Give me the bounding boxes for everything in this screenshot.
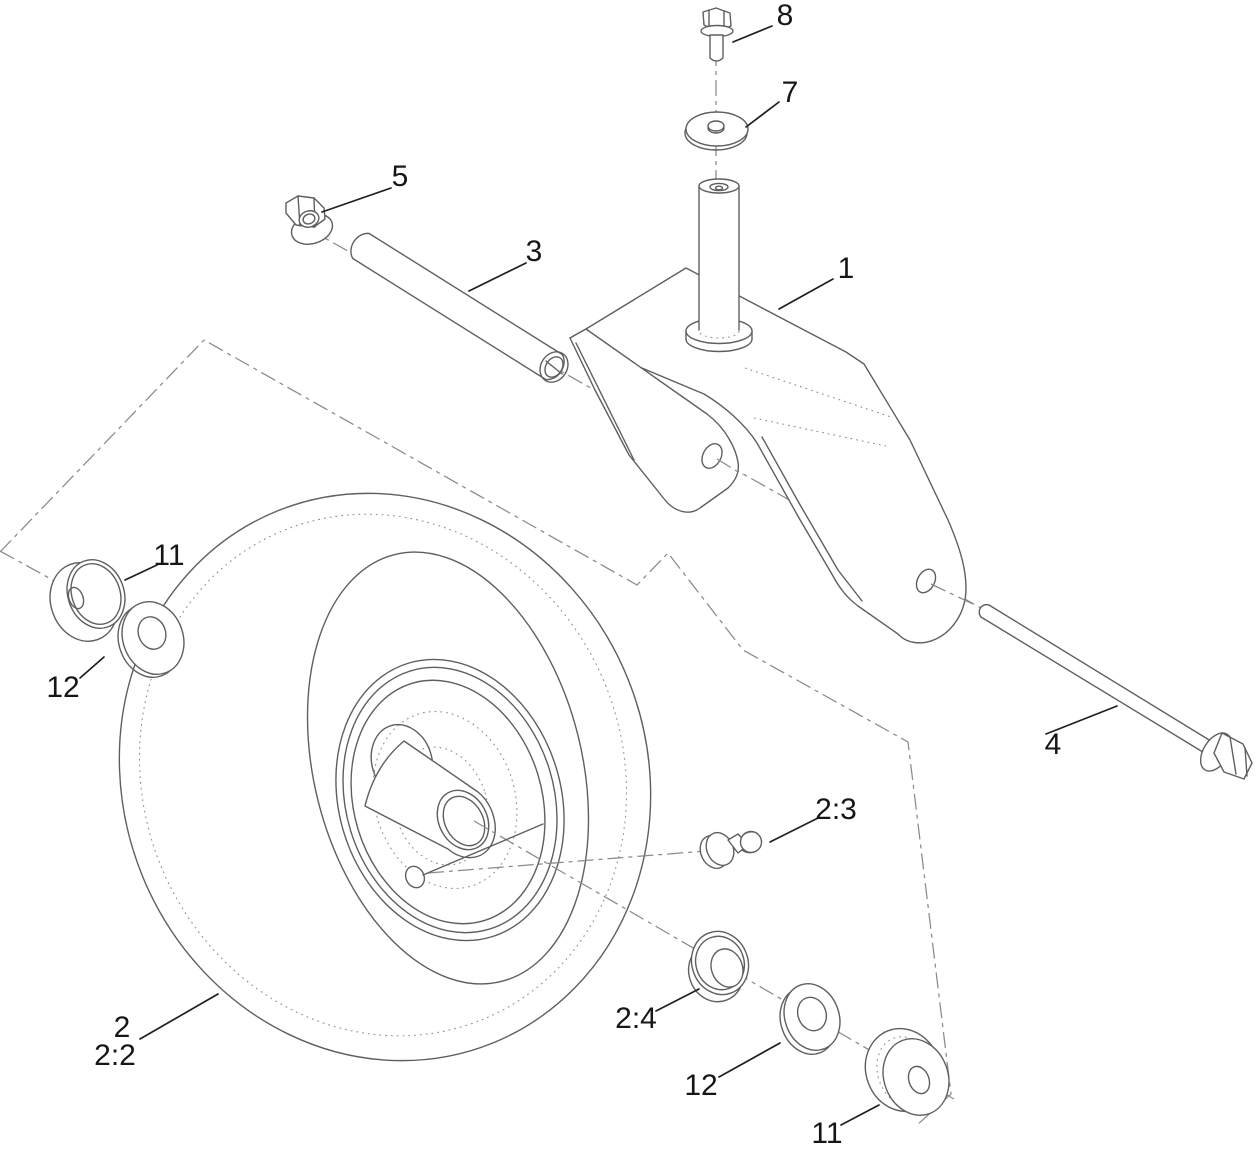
bushing11r-bore — [905, 1063, 933, 1096]
tube3-bore-back-edge — [546, 361, 562, 374]
washer7-hole — [708, 121, 724, 131]
fork-plate-and-right-arm — [570, 268, 966, 643]
axle-tube-bore — [435, 789, 493, 853]
tube3-body — [351, 233, 564, 379]
bolt8-shank — [710, 35, 723, 61]
leader-8 — [733, 26, 772, 42]
hub-hole-tick-line — [423, 824, 543, 875]
callout-2: 2 — [113, 1011, 131, 1044]
callout-12-left: 12 — [46, 671, 80, 704]
spindle-top-bore — [710, 183, 728, 190]
leader-12-right — [719, 1043, 780, 1077]
nut5-thread — [302, 213, 316, 226]
fork-arm-thickness-edge — [762, 437, 862, 601]
bearing-bore — [706, 944, 748, 991]
fork-bend-line-upper — [745, 368, 891, 417]
leader-2-3 — [770, 818, 818, 842]
callout-2-4: 2:4 — [615, 1002, 657, 1035]
leader-11-left — [125, 565, 157, 580]
bushing-11-right — [854, 1018, 960, 1125]
axle-tube-end — [427, 781, 498, 858]
spindle-center-hole — [716, 186, 723, 190]
leader-1 — [779, 279, 833, 309]
leader-11-right — [841, 1105, 879, 1125]
spacer-tube-3 — [351, 233, 574, 387]
callout-11-right: 11 — [811, 1117, 843, 1150]
rim-lip — [311, 640, 589, 959]
hub-bolt-circle-hidden — [352, 693, 539, 906]
bushing11l-face-inner — [63, 557, 129, 632]
flat-washer-7 — [685, 112, 748, 150]
washer-12-left — [108, 593, 194, 686]
bolt4-shank — [979, 605, 1219, 757]
caster-fork — [570, 179, 966, 643]
tire-hidden-seam — [62, 440, 705, 1109]
washer12r-hole — [793, 993, 831, 1035]
callout-5: 5 — [391, 160, 409, 193]
callout-3: 3 — [525, 235, 543, 268]
callout-1: 1 — [837, 252, 855, 285]
callout-2-2: 2:2 — [94, 1039, 136, 1072]
axle-bolt-4 — [979, 605, 1252, 779]
leader-3 — [469, 263, 526, 291]
callout-2-3: 2:3 — [815, 793, 857, 826]
axle-axis-right-arm — [931, 584, 977, 606]
fitting-ball-detail2 — [742, 850, 754, 853]
callout-7: 7 — [781, 76, 799, 109]
leader-5 — [322, 188, 391, 212]
spindle-shank — [699, 186, 739, 331]
callout-8: 8 — [776, 0, 794, 32]
wheel-assembly — [35, 380, 736, 1142]
tube3-open-end — [534, 347, 573, 388]
leader-2 — [140, 994, 218, 1039]
fork-left-arm — [570, 329, 738, 512]
mounting-plane-outline — [0, 340, 951, 1126]
bearing-flange-inner — [688, 929, 752, 996]
leader-12-left — [80, 657, 104, 678]
bushing11l-face — [58, 552, 135, 637]
washer-12-right — [771, 976, 849, 1062]
flange-head-bolt-8 — [701, 8, 733, 61]
axle-tube-body — [365, 741, 495, 858]
flange-nut-5 — [286, 196, 336, 249]
bushing11l-bore — [66, 585, 87, 610]
rim-dish-edge — [322, 656, 574, 948]
washer12l-hole — [134, 613, 171, 653]
flanged-bearing-2-4 — [680, 923, 757, 1009]
axle-axis-overlays — [717, 459, 977, 606]
bushing-11-left — [39, 552, 134, 651]
callout-11-left: 11 — [153, 539, 185, 572]
fitting-ball-detail1 — [743, 832, 753, 835]
leader-2-4 — [656, 989, 699, 1011]
leader-4 — [1046, 706, 1117, 734]
grease-fitting-hole — [402, 863, 428, 891]
grease-fitting-axis-line — [428, 851, 706, 873]
leader-7 — [746, 102, 779, 127]
callout-4: 4 — [1044, 728, 1062, 761]
washer7-hole-depth — [708, 128, 724, 133]
callout-12-right: 12 — [684, 1069, 718, 1102]
grease-fitting-2-3 — [695, 828, 761, 873]
leader-lines — [80, 26, 1117, 1125]
hub-inner-circle-hidden — [379, 735, 502, 877]
axle-axis-left-arm — [717, 459, 743, 475]
fork-left-arm-thickness-edge — [576, 343, 634, 460]
